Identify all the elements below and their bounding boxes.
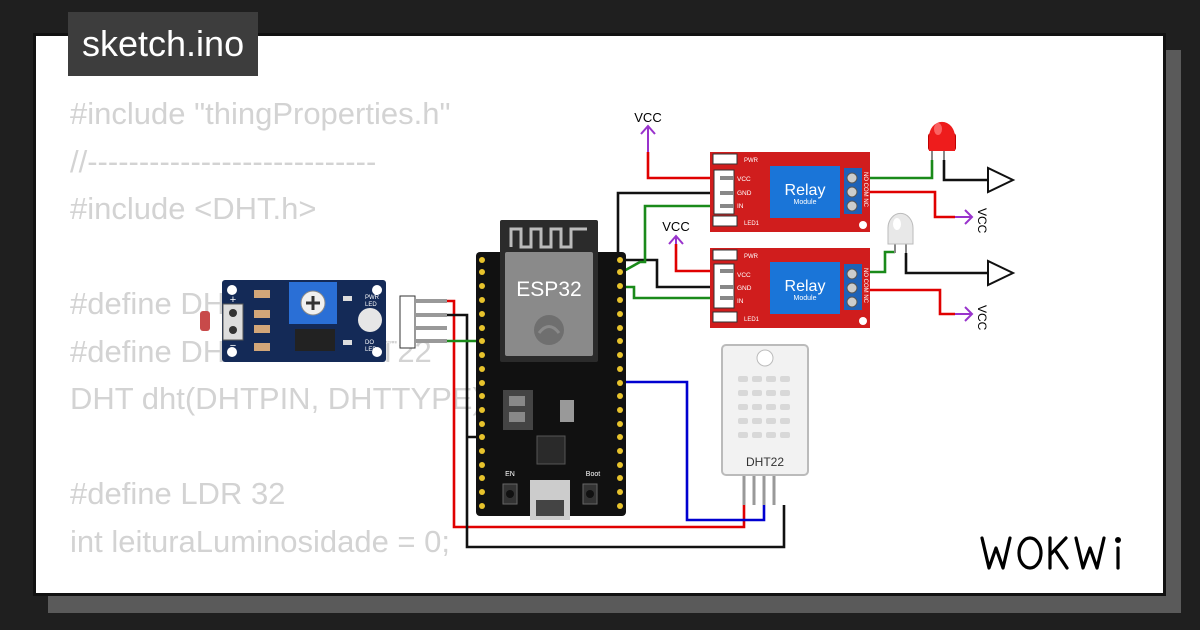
ldr-pin-vcc: VCC xyxy=(386,298,400,305)
svg-text:Module: Module xyxy=(794,199,817,206)
ldr-pwr-led-label: PWR xyxy=(365,295,380,301)
ldr-pin-gnd: GND xyxy=(386,312,401,319)
code-line: //---------------------------- xyxy=(70,143,377,179)
dht22-label: DHT22 xyxy=(746,455,784,469)
wokwi-logo xyxy=(976,528,1151,583)
svg-text:−: − xyxy=(230,340,236,352)
photoresistor xyxy=(200,311,210,331)
svg-text:LED1: LED1 xyxy=(744,317,760,323)
ldr-pin-ao: AO xyxy=(386,339,395,346)
svg-text:LED: LED xyxy=(365,302,377,308)
relay-top-title: Relay xyxy=(785,182,826,199)
svg-text:+: + xyxy=(230,294,236,306)
relay-bottom-title: Relay xyxy=(785,278,826,295)
esp32-right-pin-header xyxy=(617,257,623,509)
code-line: int leituraLuminosidade = 0; xyxy=(70,523,450,559)
dht22-sensor[interactable]: DHT22 xyxy=(721,344,809,505)
file-tab[interactable]: sketch.ino xyxy=(68,12,259,76)
vcc-symbol-mid: VCC xyxy=(662,219,690,245)
svg-text:NO COM NC: NO COM NC xyxy=(862,172,868,208)
esp32-boot-label: Boot xyxy=(586,471,600,478)
ldr-pin-do: DO xyxy=(386,325,396,332)
vcc-symbol-top: VCC xyxy=(634,110,662,152)
esp32-label: ESP32 xyxy=(516,278,581,301)
red-led[interactable] xyxy=(928,121,956,160)
code-line: #include "thingProperties.h" xyxy=(70,96,451,131)
vcc-symbol-right-top: VCC xyxy=(955,208,989,234)
relay-module-bottom[interactable]: PWR LED1 VCC GND IN Relay Module NO COM … xyxy=(710,248,870,328)
svg-text:VCC: VCC xyxy=(975,305,989,331)
esp32-board[interactable]: ESP32 EN Boot xyxy=(476,220,626,520)
svg-text:VCC: VCC xyxy=(634,110,661,125)
svg-text:LED1: LED1 xyxy=(744,221,760,227)
svg-text:LED: LED xyxy=(365,347,377,353)
code-line: #include <DHT.h> xyxy=(70,191,317,226)
svg-text:PWR: PWR xyxy=(744,254,759,260)
ldr-sensor-module[interactable]: + − PWR LED DO LED VCC GND DO AO xyxy=(200,280,447,362)
code-editor-background: #include "thingProperties.h" //----------… xyxy=(70,90,491,565)
svg-text:IN: IN xyxy=(737,298,744,305)
svg-text:IN: IN xyxy=(737,203,744,210)
svg-text:VCC: VCC xyxy=(662,219,689,234)
svg-text:NO COM NC: NO COM NC xyxy=(862,268,868,304)
white-led[interactable] xyxy=(887,212,914,253)
code-line: #define LDR 32 xyxy=(70,476,286,511)
svg-text:Module: Module xyxy=(794,295,817,302)
code-line: DHT dht(DHTPIN, DHTTYPE); xyxy=(70,381,492,416)
ground-symbol-top xyxy=(987,166,1016,194)
ground-symbol-bottom xyxy=(987,259,1016,287)
vcc-symbol-right-bottom: VCC xyxy=(955,305,989,331)
svg-text:GND: GND xyxy=(737,285,752,292)
svg-text:VCC: VCC xyxy=(975,208,989,234)
svg-text:GND: GND xyxy=(737,190,752,197)
svg-text:VCC: VCC xyxy=(737,272,751,279)
svg-text:DO: DO xyxy=(365,340,374,346)
svg-text:VCC: VCC xyxy=(737,176,751,183)
relay-module-top[interactable]: PWR LED1 VCC GND IN Relay Module NO COM … xyxy=(710,152,870,232)
esp32-en-label: EN xyxy=(505,471,515,478)
esp32-left-pin-header xyxy=(479,257,485,509)
svg-text:PWR: PWR xyxy=(744,158,759,164)
